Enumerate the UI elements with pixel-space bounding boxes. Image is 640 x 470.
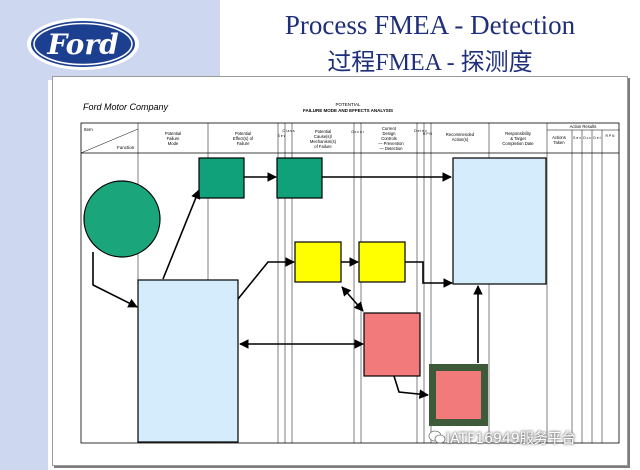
col-function: Function — [117, 145, 135, 150]
col-class: C l a s s — [282, 129, 295, 133]
col-failure-mode-3: Mode — [168, 141, 179, 146]
ford-logo-text: Ford — [46, 28, 118, 61]
col-result-occ: O c c — [583, 136, 591, 140]
col-occur: O c c u r — [351, 130, 365, 134]
arrow-mode-to-effects — [162, 189, 201, 280]
arrow-prevention-to-action — [405, 261, 453, 288]
col-rpn: R P N — [423, 132, 433, 136]
slide-title-english: Process FMEA - Detection — [284, 10, 576, 40]
col-responsibility-2: & Target — [510, 136, 526, 141]
col-controls-5: — Detection — [379, 146, 403, 151]
col-causes-3: Mechanism(s) — [310, 139, 337, 144]
recommended-action-box — [452, 157, 547, 285]
arrow-mode-to-cause — [237, 257, 295, 300]
col-controls-4: — Prevention — [378, 141, 404, 146]
slide-title-chinese: 过程FMEA - 探测度 — [327, 50, 533, 76]
arrow-circle-to-mode — [92, 252, 138, 308]
col-action-results: Action Results — [570, 124, 597, 129]
col-recommended-1: Recommended — [446, 132, 475, 137]
watermark-text: IATF16949服务平台 — [446, 431, 576, 447]
col-effects-2: Effect(s) of — [233, 136, 254, 141]
col-result-det: D e t — [593, 136, 600, 140]
col-detec: D e t e c — [414, 129, 427, 133]
detection-rating-box — [436, 371, 481, 419]
col-failure-mode-2: Failure — [167, 136, 180, 141]
col-actions-taken-2: Taken — [553, 140, 565, 145]
col-result-rpn: R P N — [606, 134, 616, 138]
arrow-detection-to-rating — [393, 375, 429, 399]
detection-box — [363, 312, 421, 377]
prevention-box — [358, 241, 406, 283]
col-recommended-2: Action(s) — [452, 137, 469, 142]
col-controls-3: Controls — [381, 136, 397, 141]
failure-mode-box — [137, 279, 239, 443]
col-sev: S e v — [278, 134, 286, 138]
arrow-cause-detection — [341, 286, 364, 312]
form-table — [80, 122, 620, 444]
cause-box — [294, 241, 342, 283]
col-controls-1: Current — [382, 126, 397, 131]
fmea-form-frame: Ford Motor Company POTENTIAL FAILURE MOD… — [52, 76, 628, 466]
col-effects-1: Potential — [235, 131, 251, 136]
col-causes-2: Cause(s)/ — [314, 134, 333, 139]
function-circle — [83, 180, 161, 258]
form-heading-line1: POTENTIAL — [335, 102, 361, 107]
severity-box — [276, 157, 323, 199]
effects-box — [198, 157, 245, 199]
col-effects-3: Failure — [237, 141, 250, 146]
col-responsibility-1: Responsibility — [505, 131, 532, 136]
left-band — [0, 80, 48, 470]
col-item: Item — [84, 127, 93, 132]
col-causes-1: Potential — [315, 129, 331, 134]
col-causes-4: of Failure — [314, 144, 332, 149]
ford-logo: Ford — [27, 18, 139, 70]
col-result-sev: S e v — [573, 136, 581, 140]
col-failure-mode-1: Potential — [165, 131, 181, 136]
col-actions-taken-1: Actions — [552, 135, 566, 140]
company-name: Ford Motor Company — [83, 102, 169, 112]
form-heading-line2: FAILURE MODE AND EFFECTS ANALYSIS — [303, 108, 393, 113]
col-controls-2: Design — [382, 131, 396, 136]
wechat-icon — [428, 430, 446, 444]
col-responsibility-3: Completion Date — [502, 141, 534, 146]
fmea-diagram: Ford Motor Company POTENTIAL FAILURE MOD… — [80, 102, 620, 444]
